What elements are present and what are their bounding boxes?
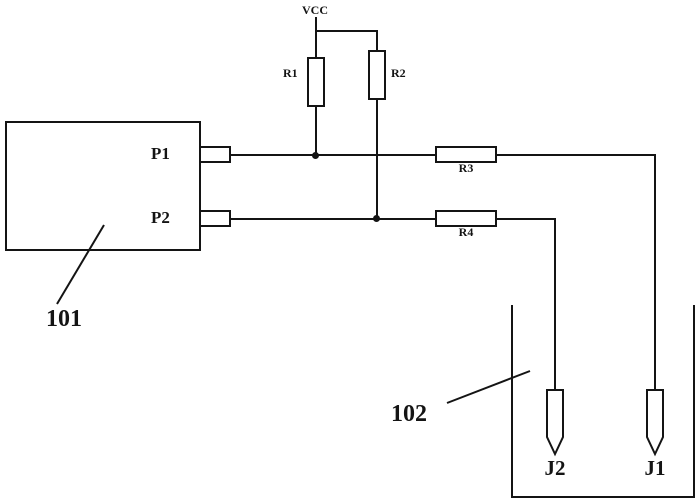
wire-r1-upper [315,30,317,58]
wire-vcc-stub [315,17,317,30]
junction-dot-p2 [373,215,380,222]
wire-r2-upper [376,30,378,52]
r2-label: R2 [391,66,406,80]
pin-p1-stub [199,146,231,163]
resistor-r4 [435,210,497,227]
junction-dot-p1 [312,152,319,159]
probe-j1 [646,389,664,457]
pin-p2-stub [199,210,231,227]
r3-label: R3 [458,161,474,175]
vcc-label: VCC [302,3,328,17]
wire-r2-lower [376,98,378,219]
r4-label: R4 [458,225,474,239]
resistor-r2 [368,50,386,100]
chip-box [5,121,201,251]
j1-label: J1 [644,456,666,480]
resistor-r1 [307,57,325,107]
leader-line-101 [56,224,105,305]
probe-j2 [546,389,564,457]
wire-p2 [229,218,556,220]
wire-p2-drop [554,218,556,391]
j2-label: J2 [544,456,566,480]
ref-101-label: 101 [46,306,82,332]
pin-p1-label: P1 [151,144,170,163]
r1-label: R1 [283,66,298,80]
container-vessel [511,305,695,498]
ref-102-label: 102 [391,401,427,427]
wire-top-rail [315,30,378,32]
resistor-r3 [435,146,497,163]
wire-r1-lower [315,105,317,156]
leader-line-102 [446,370,531,404]
wire-p1-drop [654,154,656,391]
pin-p2-label: P2 [151,208,170,227]
